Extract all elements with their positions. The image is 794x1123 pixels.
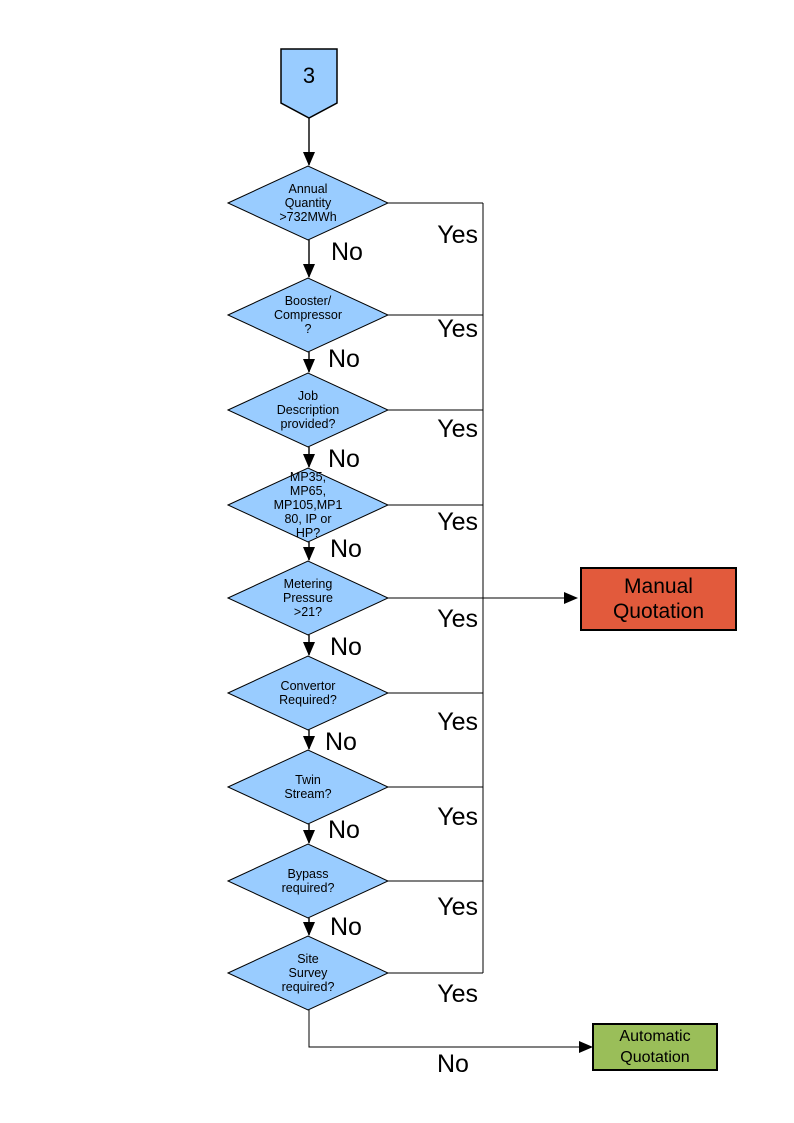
manual-quotation-box	[580, 567, 737, 631]
decision-diamond-site-survey	[226, 935, 390, 1011]
decision-diamond-twin-stream	[226, 749, 390, 825]
decision-diamond-booster-compressor	[226, 277, 390, 353]
offpage-connector-shape	[280, 48, 338, 119]
decision-diamond-annual-quantity	[226, 165, 390, 241]
decision-diamond-convertor	[226, 655, 390, 731]
no-arrow-to-automatic-quotation	[308, 1010, 593, 1053]
decision-diamond-meter-type	[226, 467, 390, 543]
decision-diamond-job-description	[226, 372, 390, 448]
decision-diamond-metering-pressure	[226, 560, 390, 636]
automatic-quotation-box	[592, 1023, 718, 1071]
decision-diamond-bypass	[226, 843, 390, 919]
